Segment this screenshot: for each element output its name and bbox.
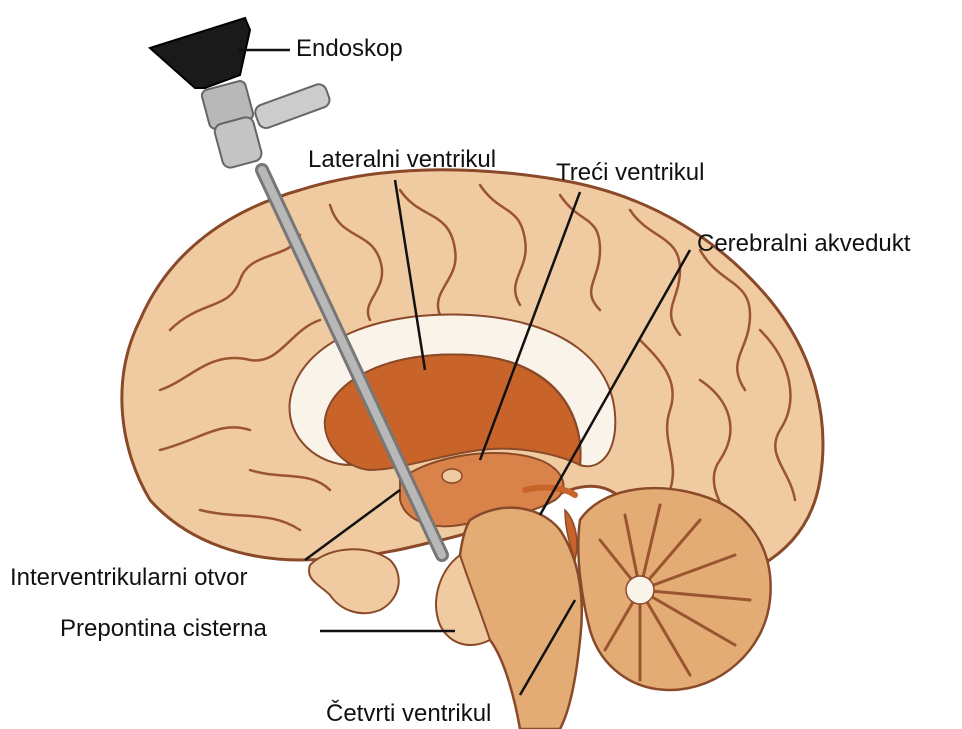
endoscope-eyepiece bbox=[150, 18, 250, 88]
label-treci-ventrikul: Treći ventrikul bbox=[556, 161, 704, 185]
label-prepontina-cisterna: Prepontina cisterna bbox=[60, 617, 267, 641]
label-cetvrti-ventrikul: Četvrti ventrikul bbox=[326, 702, 491, 726]
label-cerebralni-akvedukt: Cerebralni akvedukt bbox=[697, 232, 910, 256]
endoscope-side-port bbox=[253, 82, 332, 130]
label-endoskop: Endoskop bbox=[296, 37, 403, 61]
cerebellum bbox=[578, 488, 770, 690]
massa-intermedia bbox=[442, 469, 462, 483]
pituitary-region bbox=[309, 549, 399, 613]
label-lateralni-ventrikul: Lateralni ventrikul bbox=[308, 148, 496, 172]
label-interventrikularni-otvor: Interventrikularni otvor bbox=[10, 566, 247, 590]
